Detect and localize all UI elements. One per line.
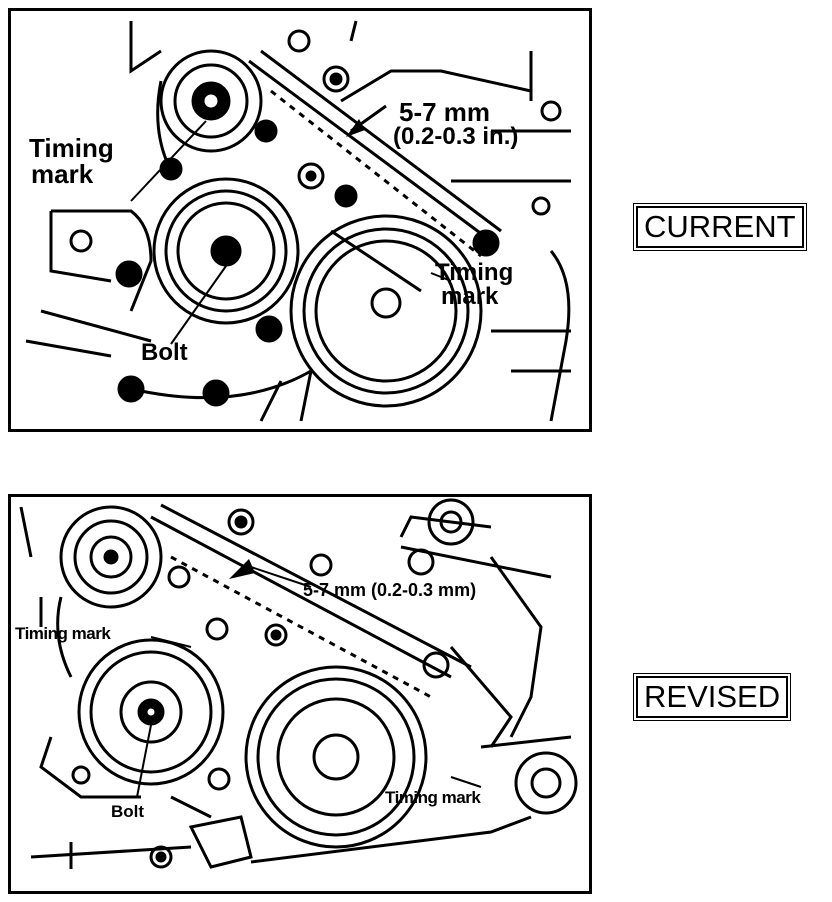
current-timing-mark-right-line1: Timing <box>435 259 514 286</box>
current-diagram-panel: Timing mark 5-7 mm (0.2-0.3 in.) Timing … <box>8 8 592 432</box>
revised-tag: REVISED <box>632 672 792 722</box>
current-timing-mark-left-line2: mark <box>31 159 94 189</box>
current-gap-line1: 5-7 mm <box>399 97 491 127</box>
current-timing-mark-right-line2: mark <box>441 283 499 310</box>
current-timing-mark-right-label: Timing mark <box>435 261 513 309</box>
current-timing-mark-left-line1: Timing <box>29 133 114 163</box>
current-tag: CURRENT <box>633 202 807 252</box>
revised-diagram-panel: 5-7 mm (0.2-0.3 mm) Timing mark Timing m… <box>8 494 592 894</box>
current-timing-mark-left-label: Timing mark <box>29 135 114 187</box>
current-timing-belt-drawing <box>25 20 571 422</box>
revised-gap-label: 5-7 mm (0.2-0.3 mm) <box>303 580 477 600</box>
revised-timing-mark-right-label: Timing mark <box>385 788 481 807</box>
current-gap-label: 5-7 mm (0.2-0.3 in.) <box>393 99 518 149</box>
revised-timing-belt-drawing <box>19 498 578 869</box>
current-gap-line2: (0.2-0.3 in.) <box>393 123 519 150</box>
revised-timing-mark-left-label: Timing mark <box>15 624 111 643</box>
revised-bolt-label: Bolt <box>111 802 145 821</box>
current-bolt-label: Bolt <box>141 339 188 366</box>
